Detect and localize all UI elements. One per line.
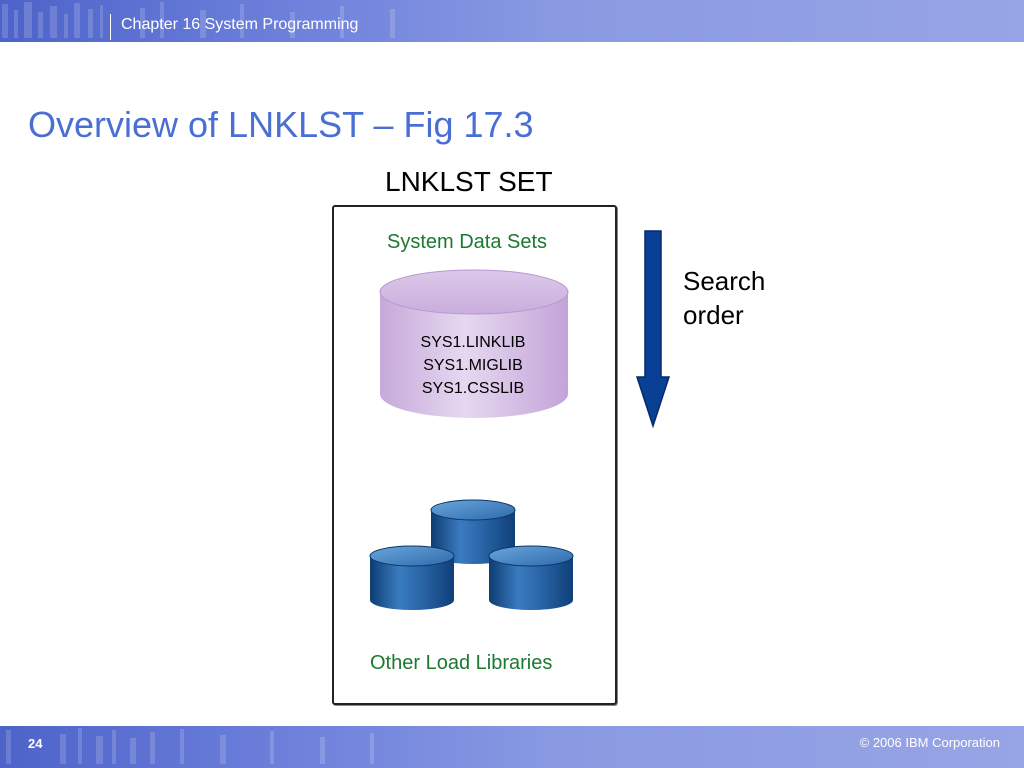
page-number: 24 xyxy=(28,736,43,751)
lnklst-set-label: LNKLST SET xyxy=(385,166,553,197)
search-order-line: Search xyxy=(683,266,766,296)
header-bar: Chapter 16 System Programming xyxy=(0,0,1024,42)
footer-pattern xyxy=(6,728,374,764)
cylinder-top xyxy=(430,499,516,564)
system-data-sets-cylinder-icon xyxy=(379,269,569,418)
chapter-title: Chapter 16 System Programming xyxy=(121,16,359,33)
search-order-line: order xyxy=(683,300,744,330)
search-order-arrow-icon xyxy=(636,230,670,429)
other-load-libraries-label: Other Load Libraries xyxy=(370,652,553,674)
cylinder-left xyxy=(369,545,455,610)
other-load-libraries-cylinders-icon xyxy=(369,499,574,610)
system-libraries-list: SYS1.LINKLIB SYS1.MIGLIB SYS1.CSSLIB xyxy=(380,331,566,400)
library-name: SYS1.MIGLIB xyxy=(423,357,523,374)
header-separator xyxy=(110,14,111,40)
slide-title: Overview of LNKLST – Fig 17.3 xyxy=(28,104,534,145)
cylinder-right xyxy=(488,545,574,610)
library-name: SYS1.CSSLIB xyxy=(421,380,525,397)
copyright-notice: © 2006 IBM Corporation xyxy=(859,735,1000,750)
library-name: SYS1.LINKLIB xyxy=(420,334,526,351)
header-pattern xyxy=(2,2,395,38)
footer-bar: 24 © 2006 IBM Corporation xyxy=(0,726,1024,768)
system-data-sets-label: System Data Sets xyxy=(387,231,548,253)
search-order-label: Search order xyxy=(683,264,765,332)
